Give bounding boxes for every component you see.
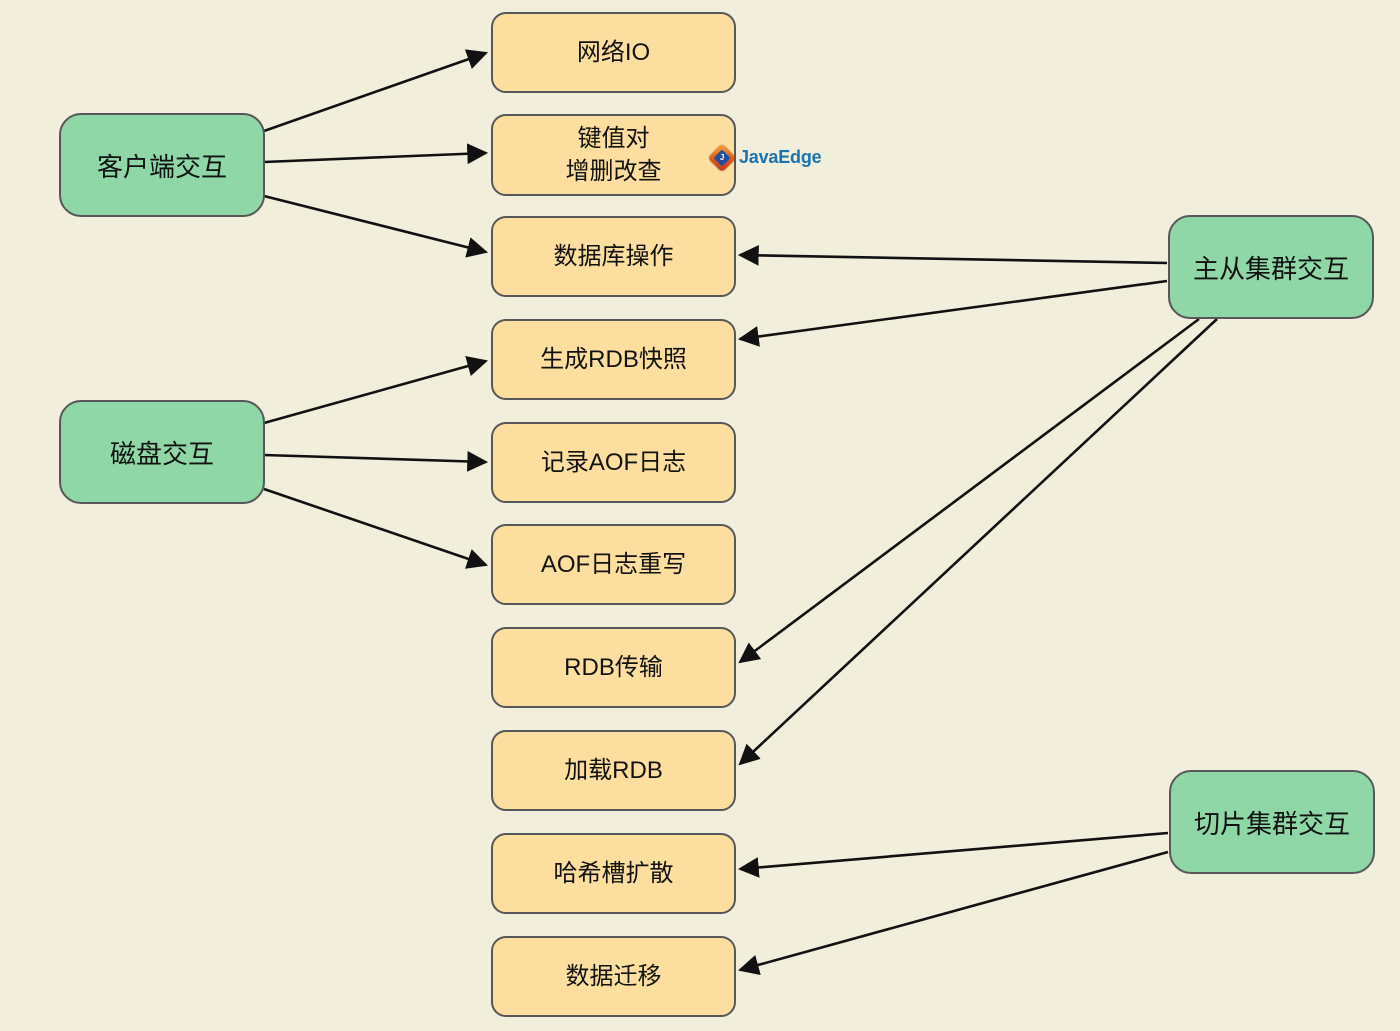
edge-disk-to-rdb-snapshot xyxy=(263,356,489,425)
node-disk-interaction: 磁盘交互 xyxy=(59,400,265,504)
javaedge-logo-letter: J xyxy=(719,152,725,162)
brand-name-label: JavaEdge xyxy=(739,147,822,167)
node-rdb-snapshot: 生成RDB快照 xyxy=(491,319,736,400)
node-data-migration: 数据迁移 xyxy=(491,936,736,1017)
node-rdb-transfer: RDB传输 xyxy=(491,627,736,708)
edge-sharded-to-hash-slot-spread xyxy=(737,831,1169,878)
javaedge-logo-icon: J xyxy=(707,143,737,172)
node-master-slave-cluster: 主从集群交互 xyxy=(1168,215,1374,319)
node-client-interaction: 客户端交互 xyxy=(59,113,265,217)
edge-masterslave-to-rdb-transfer xyxy=(738,317,1200,664)
edge-sharded-to-data-migration xyxy=(737,850,1169,976)
edge-client-to-network-io xyxy=(263,49,488,133)
edge-masterslave-to-db-operation xyxy=(737,244,1168,266)
edge-masterslave-to-load-rdb xyxy=(738,318,1218,766)
edge-disk-to-aof-log xyxy=(263,451,489,472)
brand-watermark: J JavaEdge xyxy=(707,143,822,172)
edge-masterslave-to-rdb-snapshot xyxy=(737,279,1168,347)
edge-client-to-kv-crud xyxy=(263,143,489,165)
node-aof-rewrite: AOF日志重写 xyxy=(491,524,736,605)
edge-client-to-db-operation xyxy=(263,194,489,258)
node-network-io: 网络IO xyxy=(491,12,736,93)
node-aof-log: 记录AOF日志 xyxy=(491,422,736,503)
node-kv-crud: 键值对 增删改查 xyxy=(491,114,736,196)
node-sharded-cluster: 切片集群交互 xyxy=(1169,770,1375,874)
edge-disk-to-aof-rewrite xyxy=(263,487,488,569)
node-hash-slot-spread: 哈希槽扩散 xyxy=(491,833,736,914)
node-db-operation: 数据库操作 xyxy=(491,216,736,297)
javaedge-logo-core: J xyxy=(713,149,731,166)
node-load-rdb: 加载RDB xyxy=(491,730,736,811)
